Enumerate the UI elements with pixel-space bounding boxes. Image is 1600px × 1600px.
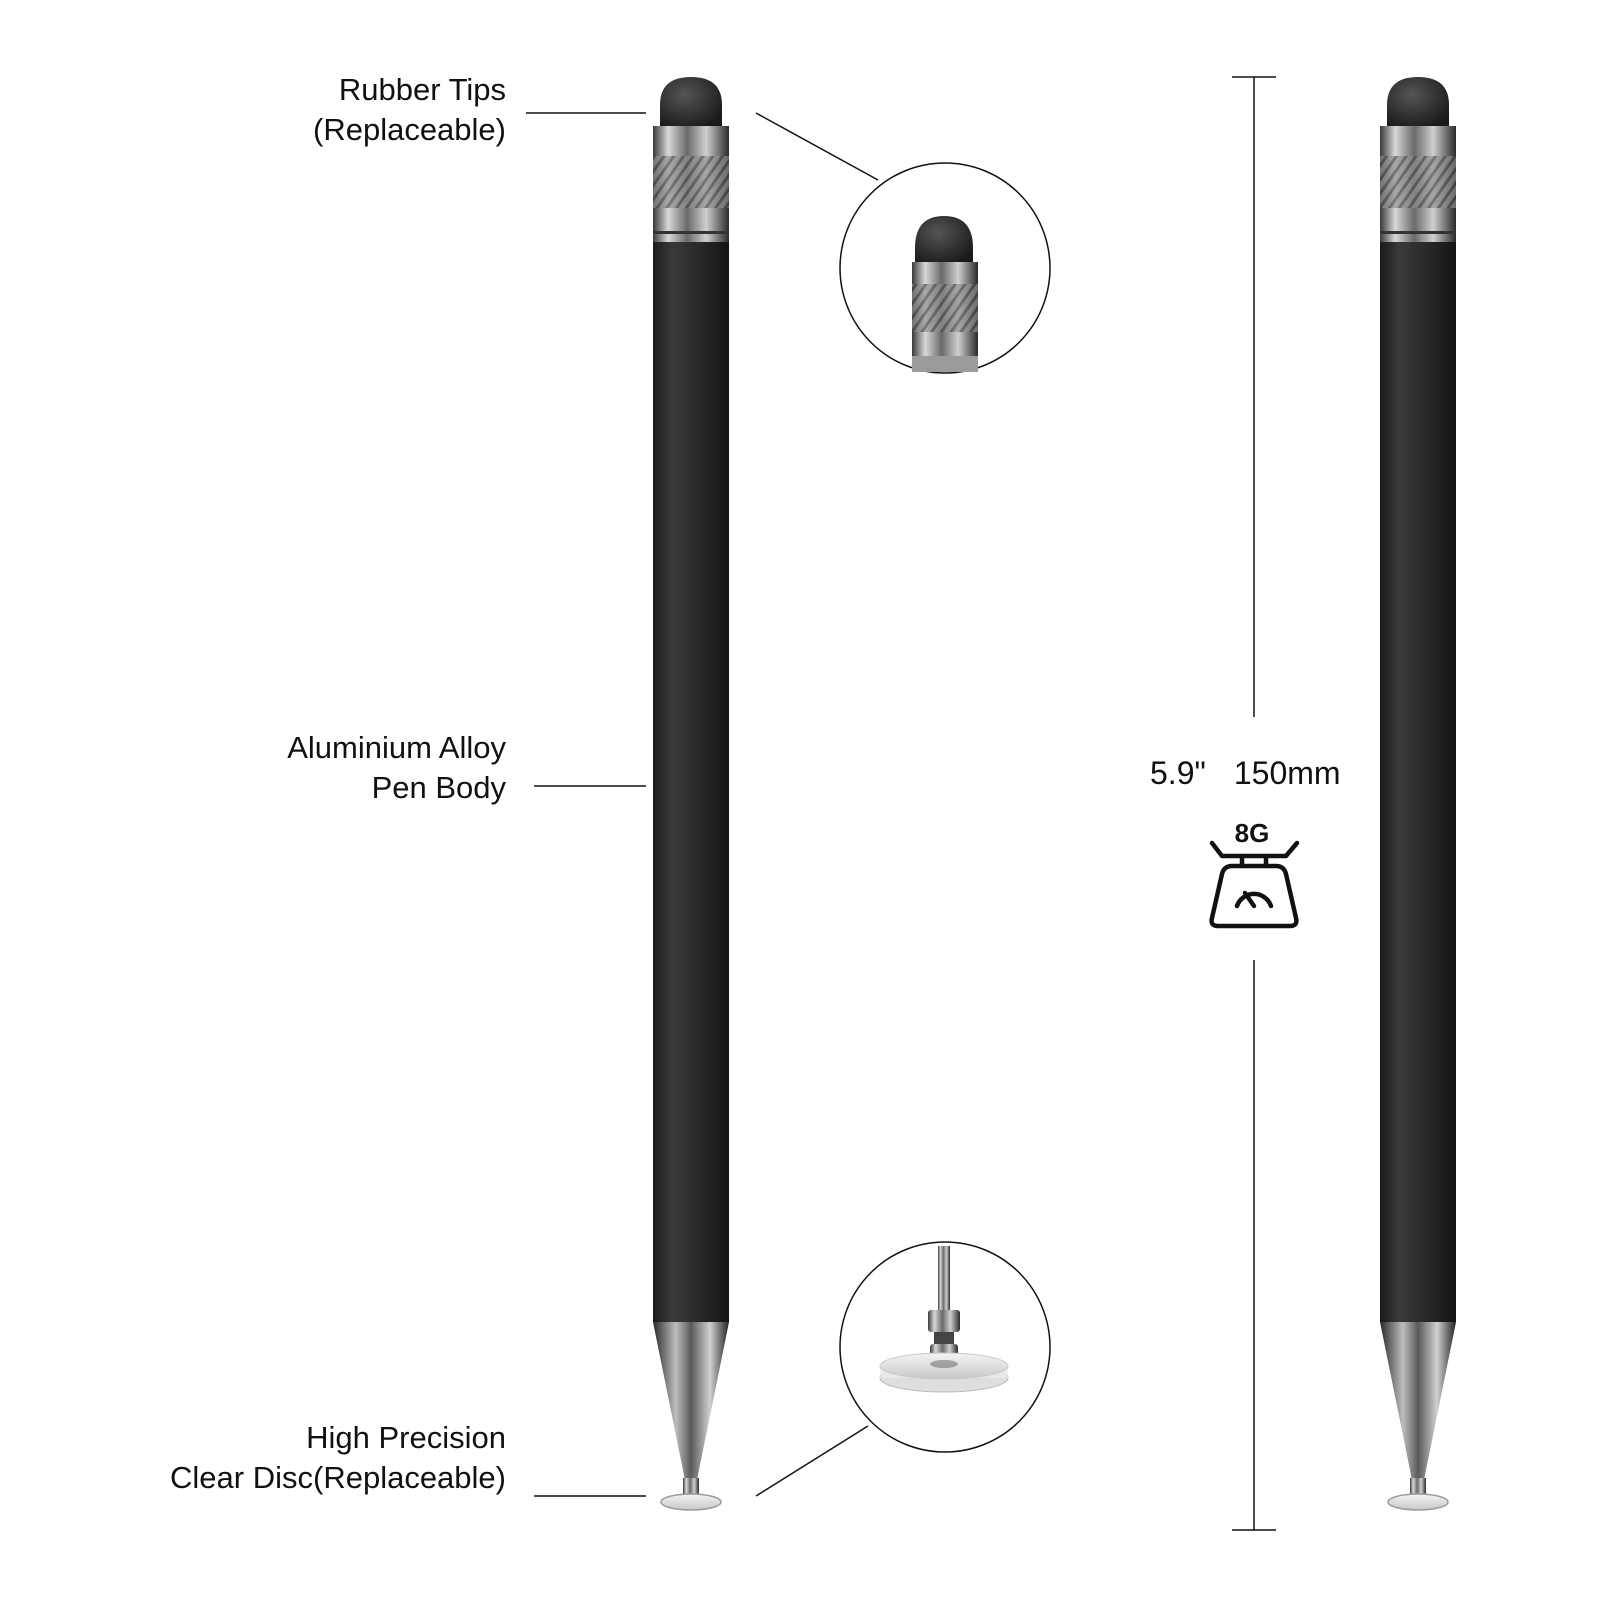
metal-ring bbox=[653, 208, 729, 242]
rubber-tip bbox=[660, 77, 722, 128]
pen-cone bbox=[653, 1322, 729, 1480]
clear-disc bbox=[660, 1493, 722, 1511]
dimension-line bbox=[1232, 76, 1276, 1531]
callout-rubber-tips-line1: Rubber Tips bbox=[338, 72, 506, 107]
pen-body bbox=[653, 242, 729, 1322]
pen-cone bbox=[1380, 1322, 1456, 1480]
callout-rubber-tips: Rubber Tips (Replaceable) bbox=[313, 70, 506, 150]
zoom-line-top bbox=[755, 112, 879, 181]
rubber-tip bbox=[1387, 77, 1449, 128]
callout-pen-body-line2: Pen Body bbox=[371, 770, 506, 805]
weight-value: 8G bbox=[1234, 818, 1270, 848]
callout-clear-disc: High Precision Clear Disc(Replaceable) bbox=[170, 1418, 506, 1498]
pen-left bbox=[653, 77, 729, 1511]
callout-pen-body: Aluminium Alloy Pen Body bbox=[287, 728, 506, 808]
callout-pen-body-line1: Aluminium Alloy bbox=[287, 730, 506, 765]
pen-right bbox=[1380, 77, 1456, 1511]
callout-rubber-tips-line2: (Replaceable) bbox=[313, 112, 506, 147]
scale-icon bbox=[1209, 840, 1300, 929]
metal-ring bbox=[1380, 126, 1456, 156]
length-inches: 5.9" bbox=[1150, 755, 1206, 791]
callout-clear-disc-line2: Clear Disc(Replaceable) bbox=[170, 1460, 506, 1495]
clear-disc bbox=[1387, 1493, 1449, 1511]
metal-ring bbox=[653, 126, 729, 156]
callout-clear-disc-line1: High Precision bbox=[306, 1420, 506, 1455]
metal-ring bbox=[1380, 208, 1456, 242]
length-dimension: 5.9" 150mm bbox=[1150, 755, 1341, 792]
length-mm: 150mm bbox=[1233, 755, 1341, 791]
pen-body bbox=[1380, 242, 1456, 1322]
zoom-circle-disc bbox=[839, 1241, 1051, 1453]
zoom-line-bottom bbox=[755, 1425, 869, 1497]
zoom-circle-tip bbox=[839, 162, 1051, 374]
